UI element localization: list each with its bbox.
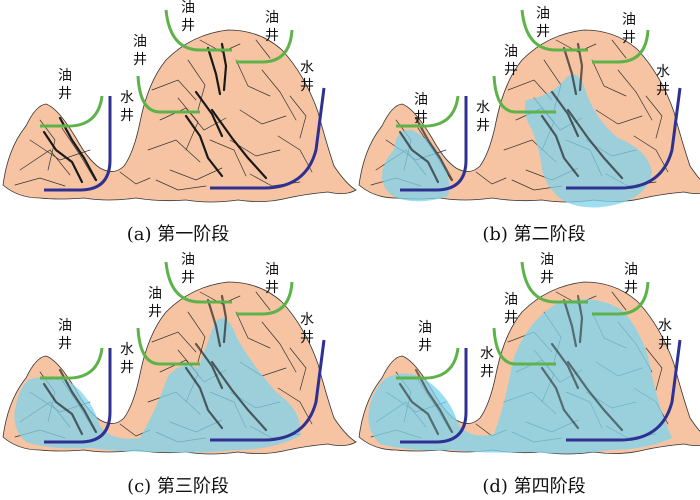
panel-b (358, 8, 700, 208)
water-well-label: 井 (120, 108, 134, 124)
water-well-label: 井 (300, 78, 314, 94)
water-well-label: 井 (120, 360, 134, 376)
water-well-label: 井 (658, 336, 672, 352)
oil-well-label: 井 (536, 24, 550, 40)
water-well-label: 井 (476, 118, 490, 134)
water-well-label: 井 (300, 330, 314, 346)
well-labels: 油 井 水 井 油 井 油 井 油 井 水 井 油 井 水 井 油 井 油 井 … (58, 0, 672, 380)
oil-well-label: 井 (504, 62, 518, 78)
caption-d: (d) 第四阶段 (482, 476, 585, 497)
panel-a (2, 8, 357, 203)
oil-well-label: 井 (58, 86, 72, 102)
oil-well-label: 油 (504, 44, 518, 60)
oil-well-label: 油 (418, 320, 432, 336)
oil-well-label: 井 (148, 304, 162, 320)
caption-a: (a) 第一阶段 (127, 224, 230, 245)
water-well-label: 井 (480, 364, 494, 380)
water-well-label: 水 (300, 60, 314, 76)
oil-well-label: 油 (58, 318, 72, 334)
oil-well-label: 油 (622, 12, 636, 28)
oil-well-label: 油 (540, 252, 554, 268)
oil-well-label: 油 (58, 68, 72, 84)
oil-well-label: 井 (504, 310, 518, 326)
panel-c (2, 260, 357, 455)
oil-well-label: 油 (624, 262, 638, 278)
oil-well-label: 井 (181, 18, 195, 34)
oil-well-label: 油 (536, 6, 550, 22)
water-flood-zone (14, 318, 301, 453)
oil-well-label: 油 (181, 252, 195, 268)
water-well-label: 水 (658, 318, 672, 334)
water-well-label: 水 (476, 100, 490, 116)
panel-d (358, 260, 700, 455)
oil-well-label: 井 (414, 110, 428, 126)
oil-well-label: 井 (265, 28, 279, 44)
oil-well-label: 油 (181, 0, 195, 16)
oil-well-label: 油 (148, 286, 162, 302)
oil-well-label: 油 (504, 292, 518, 308)
oil-well-label: 井 (181, 270, 195, 286)
oil-well-label: 油 (414, 92, 428, 108)
water-well-label: 水 (120, 90, 134, 106)
caption-c: (c) 第三阶段 (127, 476, 229, 497)
oil-well-label: 井 (133, 52, 147, 68)
oil-well-label: 井 (58, 336, 72, 352)
oil-well-label: 井 (540, 270, 554, 286)
oil-well-label: 油 (265, 262, 279, 278)
oil-well-label: 井 (418, 338, 432, 354)
water-well-label: 井 (656, 82, 670, 98)
oil-well-label: 井 (265, 280, 279, 296)
water-well-label: 水 (120, 342, 134, 358)
oil-well-label: 井 (624, 280, 638, 296)
water-well-label: 水 (300, 312, 314, 328)
oil-well-label: 油 (133, 34, 147, 50)
caption-b: (b) 第二阶段 (482, 224, 585, 245)
water-flood-zone (524, 74, 652, 208)
water-well-label: 水 (656, 64, 670, 80)
water-well-label: 水 (480, 346, 494, 362)
oil-well-label: 井 (622, 30, 636, 46)
water-flood-zone (368, 299, 672, 454)
oil-well-label: 油 (265, 10, 279, 26)
